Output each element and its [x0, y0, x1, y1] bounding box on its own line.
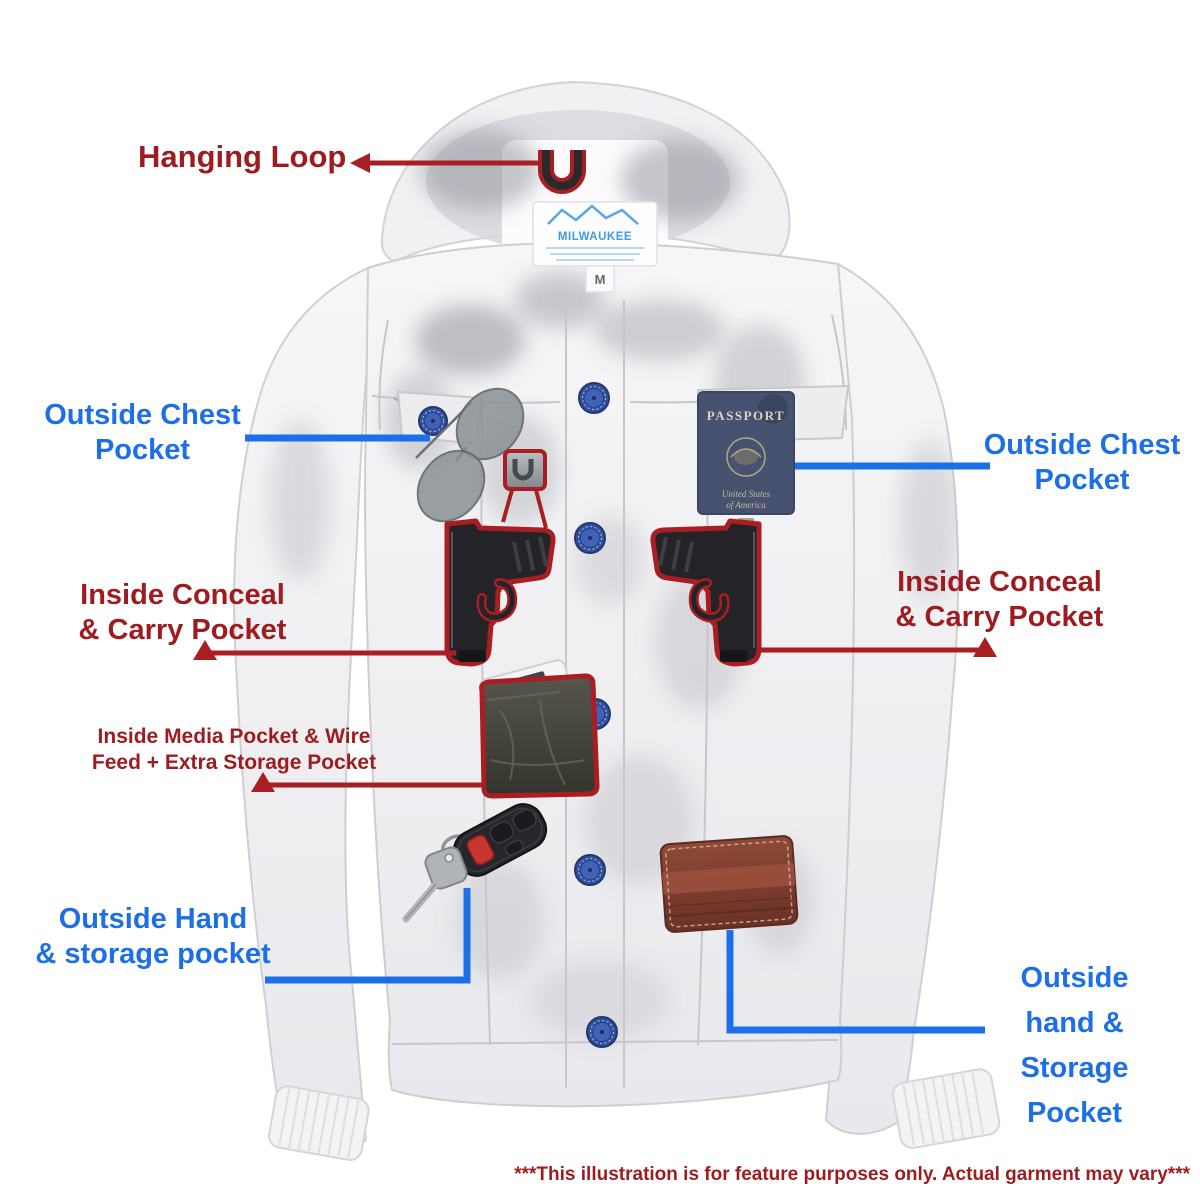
- inside-media-pocket-label: Inside Media Pocket & Wire Feed + Extra …: [91, 725, 377, 775]
- outside-hand-pocket-left-label: Outside Hand & storage pocket: [35, 903, 271, 971]
- conceal-right-line: [758, 637, 997, 657]
- red-leader-lines: [193, 153, 997, 792]
- jacket-button: [574, 854, 606, 886]
- panic-button: [466, 834, 495, 866]
- fob-button: [489, 820, 514, 844]
- hand-left-line: [265, 888, 471, 984]
- conceal-left-line: [193, 640, 456, 660]
- wire-feed-ring-graphic: [501, 449, 548, 529]
- blue-leader-lines: [245, 434, 990, 1034]
- disclaimer-text: ***This illustration is for feature purp…: [514, 1164, 1190, 1185]
- brand-label: MILWAUKEE: [532, 201, 658, 267]
- cuff-left: [268, 1085, 370, 1161]
- brand-emblem: [547, 204, 639, 225]
- jacket-buttons: [418, 382, 618, 1048]
- fob-button: [504, 839, 524, 856]
- passport-title: PASSPORT: [707, 408, 785, 423]
- cuff-right: [892, 1068, 1001, 1149]
- inside-conceal-carry-right-label: Inside Conceal & Carry Pocket: [895, 566, 1104, 634]
- media-line: [251, 772, 483, 792]
- hanging-loop-graphic: [538, 150, 586, 194]
- media-pocket-graphic: [479, 673, 600, 799]
- fob-button: [512, 808, 537, 832]
- size-tag: M: [585, 265, 615, 293]
- size-tag-text: M: [595, 272, 606, 287]
- arrowhead: [251, 772, 275, 792]
- jacket-button: [574, 522, 606, 554]
- hanging-loop-label: Hanging Loop: [138, 139, 347, 174]
- jacket-button: [586, 1016, 618, 1048]
- jacket-button: [578, 382, 610, 414]
- hanging-loop-line: [350, 153, 542, 173]
- sunglasses-graphic: [415, 387, 525, 523]
- wallet-graphic: [659, 835, 799, 933]
- outside-hand-pocket-right-label: Outside hand & Storage Pocket: [1020, 962, 1129, 1129]
- keys-graphic: [402, 803, 548, 923]
- inside-conceal-carry-left-label: Inside Conceal & Carry Pocket: [78, 579, 287, 647]
- outside-chest-pocket-left-label: Outside Chest Pocket: [44, 399, 241, 467]
- arrowhead: [193, 640, 217, 660]
- jacket-button: [418, 406, 448, 436]
- passport-subtitle-1: United States: [722, 489, 771, 499]
- key-fob: [452, 803, 548, 877]
- arrowhead: [350, 153, 370, 173]
- passport-graphic: PASSPORT United States of America: [697, 391, 795, 527]
- outside-chest-pocket-right-label: Outside Chest Pocket: [983, 429, 1181, 497]
- car-key: [402, 846, 468, 923]
- hand-right-line: [726, 930, 985, 1034]
- brand-label-text: MILWAUKEE: [558, 231, 632, 243]
- arrowhead: [973, 637, 997, 657]
- d-ring-icon: [512, 459, 534, 481]
- passport-subtitle-2: of America: [726, 500, 766, 510]
